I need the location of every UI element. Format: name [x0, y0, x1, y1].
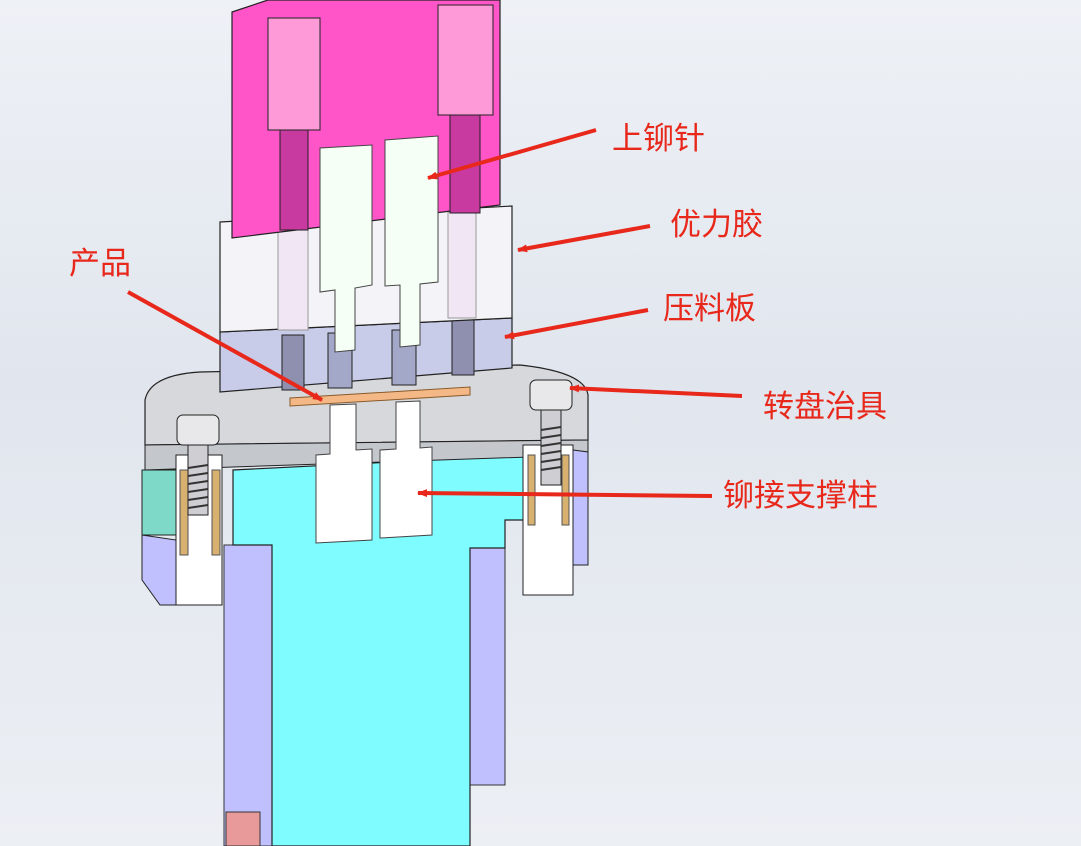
arrow-upper-rivet-pin	[427, 128, 597, 180]
upper-rivet-pins	[319, 135, 439, 353]
rivet-support-column-body	[223, 454, 531, 846]
label-upper-rivet-pin: 上铆针	[612, 121, 705, 157]
right-screw	[529, 379, 573, 486]
label-rivet-support-column: 铆接支撑柱	[723, 478, 878, 514]
annotation-arrows	[127, 128, 743, 498]
arrow-press-plate	[504, 308, 649, 340]
lower-support-pins	[315, 400, 433, 544]
label-press-plate: 压料板	[663, 291, 756, 327]
left-screw	[176, 414, 220, 516]
arrow-urethane	[517, 224, 651, 253]
arrow-rivet-support-column	[417, 489, 713, 498]
product-layer	[289, 386, 471, 407]
label-turntable-fixture: 转盘治具	[763, 389, 887, 425]
label-product: 产品	[69, 246, 131, 282]
arrow-turntable-fixture	[569, 384, 743, 398]
label-urethane: 优力胶	[670, 207, 763, 243]
arrow-product	[127, 290, 323, 402]
